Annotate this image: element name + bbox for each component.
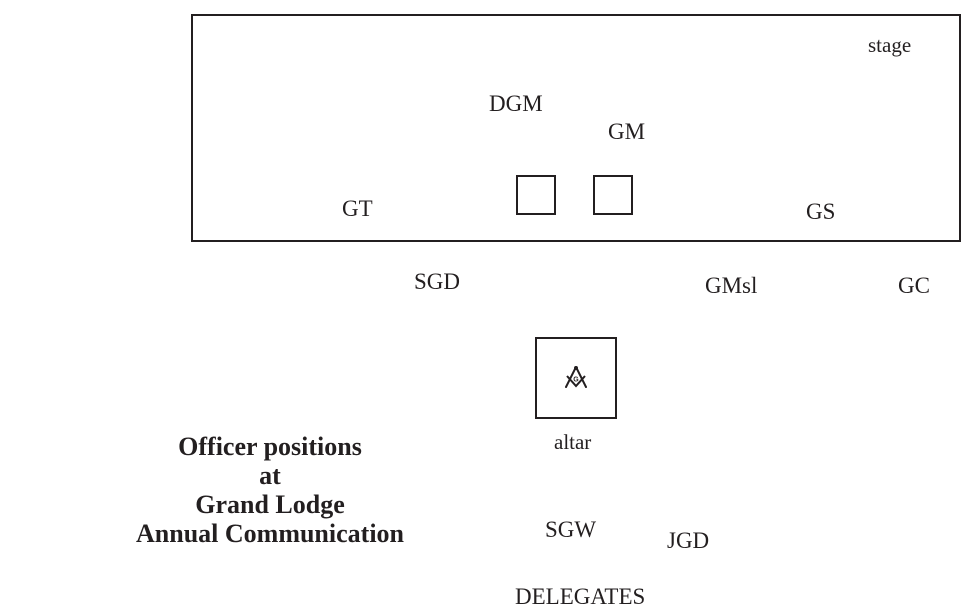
position-gc: GC xyxy=(898,273,930,298)
title-line-4: Annual Communication xyxy=(136,519,404,548)
title-line-2: at xyxy=(259,461,281,490)
altar xyxy=(535,337,617,419)
svg-text:G: G xyxy=(573,377,579,384)
chair-gm xyxy=(593,175,633,215)
position-dgm: DGM xyxy=(489,91,543,116)
position-sgw: SGW xyxy=(545,517,597,542)
stage-label: stage xyxy=(868,33,912,57)
position-sgd: SGD xyxy=(414,269,461,294)
square-and-compasses-icon: G xyxy=(565,366,587,388)
position-gt: GT xyxy=(342,196,373,221)
position-gs: GS xyxy=(806,199,836,224)
title-line-1: Officer positions xyxy=(178,432,362,461)
delegates-label: DELEGATES xyxy=(515,584,646,609)
title-line-3: Grand Lodge xyxy=(195,490,345,519)
diagram-title: Officer positions at Grand Lodge Annual … xyxy=(88,432,452,548)
position-gm: GM xyxy=(608,119,646,144)
chair-dgm xyxy=(516,175,556,215)
altar-label: altar xyxy=(554,430,592,454)
position-jgd: JGD xyxy=(667,528,710,553)
stage-area xyxy=(191,14,961,242)
position-gmsl: GMsl xyxy=(705,273,758,298)
